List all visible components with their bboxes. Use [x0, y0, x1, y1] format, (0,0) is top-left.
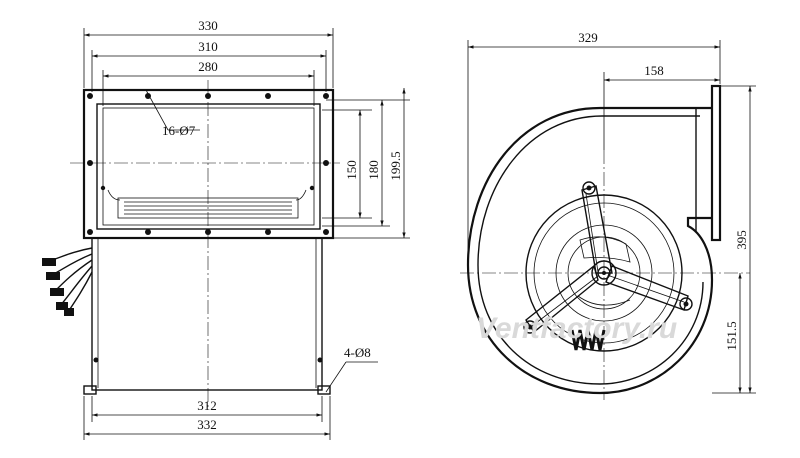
front-outlet-opening — [102, 107, 315, 226]
dim-280: 280 — [198, 59, 218, 74]
front-view: 330 310 280 16-Ø7 150 180 199.5 4-Ø8 — [42, 18, 410, 440]
dim-310: 310 — [198, 39, 218, 54]
dim-180: 180 — [366, 160, 381, 180]
watermark: Ventfactory.ru — [476, 312, 677, 345]
scroll-housing-inner — [477, 115, 704, 385]
motor-detail — [570, 236, 631, 351]
dim-158: 158 — [644, 63, 664, 78]
label-feet: 4-Ø8 — [344, 345, 371, 360]
motor-cables — [42, 247, 93, 316]
scroll-housing-outer — [466, 106, 714, 395]
label-holes: 16-Ø7 — [162, 123, 196, 138]
dim-151-5: 151.5 — [724, 321, 739, 350]
dim-329: 329 — [578, 30, 598, 45]
foot-right — [317, 385, 331, 395]
spider-bracket — [523, 181, 693, 334]
dim-395: 395 — [734, 230, 749, 250]
side-view: 329 158 395 151.5 — [460, 30, 756, 400]
dim-332: 332 — [197, 417, 217, 432]
front-flange-inner — [96, 103, 321, 230]
dim-199-5: 199.5 — [388, 151, 403, 180]
dim-312: 312 — [197, 398, 217, 413]
impeller-blades — [107, 189, 307, 219]
dim-330: 330 — [198, 18, 218, 33]
dim-150: 150 — [344, 160, 359, 180]
front-housing-body — [91, 237, 323, 391]
side-outlet-flange — [710, 84, 722, 242]
flange-holes — [87, 93, 329, 235]
front-flange-outer — [82, 88, 335, 240]
foot-left — [83, 385, 97, 395]
